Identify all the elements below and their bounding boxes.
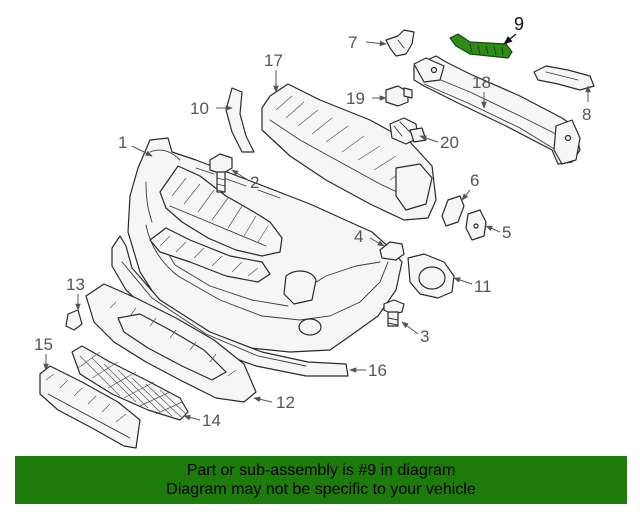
energy-absorber-part[interactable] (261, 83, 437, 221)
part-info-banner: Part or sub-assembly is #9 in diagram Di… (15, 456, 627, 504)
banner-line-disclaimer: Diagram may not be specific to your vehi… (166, 481, 476, 498)
bracket-part-8[interactable] (533, 65, 595, 91)
callout-20[interactable]: 20 (440, 133, 459, 152)
highlighted-bracket-part-9[interactable] (449, 33, 513, 59)
callout-10[interactable]: 10 (190, 99, 209, 118)
callout-15[interactable]: 15 (34, 335, 53, 354)
clip-part-4[interactable] (379, 241, 405, 261)
callout-1[interactable]: 1 (118, 133, 127, 152)
callout-17[interactable]: 17 (264, 51, 283, 70)
callout-5[interactable]: 5 (502, 223, 511, 242)
clip-part-13[interactable] (65, 309, 83, 331)
bracket-part-6[interactable] (441, 195, 465, 227)
exploded-parts-diagram: 1 2 3 4 5 6 7 8 9 10 11 12 13 14 15 16 1… (34, 14, 595, 449)
mesh-insert-part-14[interactable] (71, 345, 189, 421)
fastener-part-2[interactable] (209, 153, 233, 193)
callout-16[interactable]: 16 (368, 361, 387, 380)
callout-labels: 1 2 3 4 5 6 7 8 9 10 11 12 13 14 15 16 1… (34, 14, 591, 430)
lower-grille-part-12[interactable] (85, 283, 257, 403)
upper-grille-frame[interactable] (149, 165, 283, 283)
callout-9-highlighted[interactable]: 9 (514, 14, 524, 34)
lower-insert-part-15[interactable] (39, 365, 141, 449)
callout-18[interactable]: 18 (472, 73, 491, 92)
leader-lines (43, 33, 591, 421)
callout-6[interactable]: 6 (470, 171, 479, 190)
bolt-part-20[interactable] (389, 117, 427, 145)
bolt-part-3[interactable] (383, 299, 405, 327)
callout-11[interactable]: 11 (474, 277, 492, 296)
callout-3[interactable]: 3 (420, 327, 429, 346)
callout-2[interactable]: 2 (250, 173, 259, 192)
fog-lamp-bezel-part[interactable] (407, 253, 455, 299)
callout-8[interactable]: 8 (582, 105, 591, 124)
bracket-part-7[interactable] (385, 29, 415, 57)
banner-line-part-number: Part or sub-assembly is #9 in diagram (186, 462, 456, 479)
callout-14[interactable]: 14 (202, 411, 221, 430)
clip-part-19[interactable] (385, 85, 413, 107)
callout-4[interactable]: 4 (354, 227, 363, 246)
callout-13[interactable]: 13 (66, 275, 85, 294)
bumper-reinforcement-beam-part[interactable] (413, 55, 581, 165)
bracket-part-5[interactable] (465, 209, 487, 241)
bracket-part-10[interactable] (225, 87, 255, 153)
callout-7[interactable]: 7 (348, 33, 357, 52)
callout-19[interactable]: 19 (346, 89, 365, 108)
callout-12[interactable]: 12 (276, 393, 295, 412)
